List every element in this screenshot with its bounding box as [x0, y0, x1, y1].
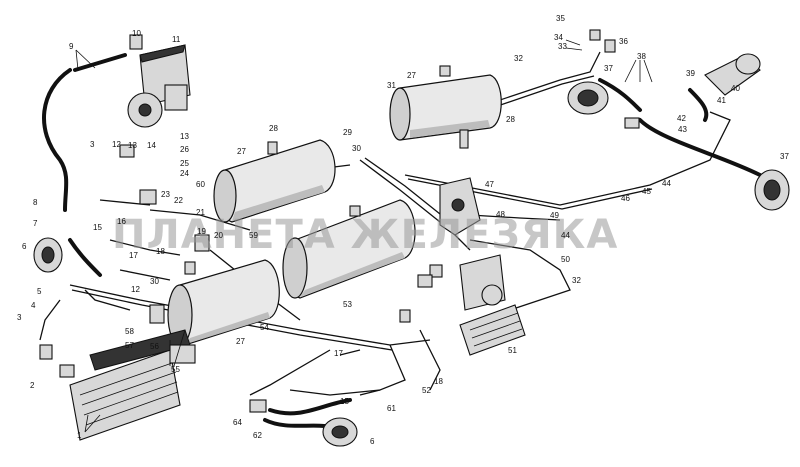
callout-52: 52 — [422, 386, 431, 395]
callout-12: 12 — [131, 285, 140, 294]
brake-valve-47 — [439, 177, 481, 236]
brake-chamber-top-right — [567, 81, 609, 115]
callout-28: 28 — [506, 115, 515, 124]
callout-17: 17 — [129, 251, 138, 260]
callout-53: 53 — [343, 300, 352, 309]
callout-12: 12 — [112, 140, 121, 149]
receiver-tank-middle — [213, 139, 336, 223]
callout-33: 33 — [558, 42, 567, 51]
valve-block-50 — [459, 254, 506, 311]
callout-50: 50 — [561, 255, 570, 264]
callout-28: 28 — [269, 124, 278, 133]
brake-chamber-bottom — [322, 417, 358, 447]
callout-37: 37 — [604, 64, 613, 73]
callout-18: 18 — [434, 377, 443, 386]
callout-8: 8 — [33, 198, 38, 207]
callout-22: 22 — [174, 196, 183, 205]
receiver-tank-center — [282, 199, 443, 299]
callout-34: 34 — [554, 33, 563, 42]
callout-1: 1 — [77, 431, 82, 440]
callout-2: 2 — [30, 381, 35, 390]
callout-36: 36 — [619, 37, 628, 46]
callout-51: 51 — [508, 346, 517, 355]
callout-30: 30 — [352, 144, 361, 153]
callout-20: 20 — [214, 231, 223, 240]
callout-45: 45 — [642, 187, 651, 196]
callout-15: 15 — [340, 397, 349, 406]
callout-19: 19 — [197, 227, 206, 236]
callout-3: 3 — [90, 140, 95, 149]
callout-49: 49 — [550, 211, 559, 220]
callout-27: 27 — [236, 337, 245, 346]
callout-24: 24 — [180, 169, 189, 178]
callout-42: 42 — [677, 114, 686, 123]
callout-23: 23 — [161, 190, 170, 199]
pneumatic-unit-40 — [704, 53, 761, 96]
callout-15: 15 — [93, 223, 102, 232]
callout-56: 56 — [150, 342, 159, 351]
callout-17: 17 — [334, 349, 343, 358]
callout-11: 11 — [172, 35, 181, 44]
callout-29: 29 — [343, 128, 352, 137]
callout-9: 9 — [69, 42, 74, 51]
hoses — [42, 53, 762, 432]
callout-31: 31 — [387, 81, 396, 90]
callout-10: 10 — [132, 29, 141, 38]
callout-labels: 1 2 3 3 4 5 6 6 7 8 9 10 11 12 12 13 13 … — [17, 14, 789, 446]
callout-64: 64 — [233, 418, 242, 427]
left-hose — [42, 68, 72, 212]
callout-61: 61 — [387, 404, 396, 413]
callout-18: 18 — [156, 247, 165, 256]
callout-26: 26 — [180, 145, 189, 154]
callout-30: 30 — [150, 277, 159, 286]
callout-47: 47 — [485, 180, 494, 189]
callout-6: 6 — [370, 437, 375, 446]
leader-lines — [75, 39, 653, 433]
callout-38: 38 — [637, 52, 646, 61]
callout-62: 62 — [253, 431, 262, 440]
callout-7: 7 — [33, 219, 38, 228]
callout-37: 37 — [780, 152, 789, 161]
callout-14: 14 — [147, 141, 156, 150]
brake-chamber-left — [33, 237, 63, 273]
callout-6: 6 — [22, 242, 27, 251]
callout-60: 60 — [196, 180, 205, 189]
callout-32: 32 — [572, 276, 581, 285]
callout-27: 27 — [407, 71, 416, 80]
callout-48: 48 — [496, 210, 505, 219]
callout-32: 32 — [514, 54, 523, 63]
callout-54: 54 — [260, 323, 269, 332]
callout-35: 35 — [556, 14, 565, 23]
callout-46: 46 — [621, 194, 630, 203]
callout-3: 3 — [17, 313, 22, 322]
callout-43: 43 — [678, 125, 687, 134]
callout-25: 25 — [180, 159, 189, 168]
watermark: ПЛАНЕТА ЖЕЛЕЗЯКА — [112, 212, 618, 258]
callout-27: 27 — [237, 147, 246, 156]
brake-chamber-right — [754, 169, 790, 211]
callout-41: 41 — [717, 96, 726, 105]
callout-21: 21 — [196, 208, 205, 217]
air-compressor — [127, 44, 191, 128]
pressure-regulator-51 — [459, 304, 526, 356]
callout-39: 39 — [686, 69, 695, 78]
receiver-tank-top-right — [389, 65, 502, 149]
callout-57: 57 — [125, 341, 134, 350]
callout-44: 44 — [662, 179, 671, 188]
callout-55: 55 — [171, 365, 180, 374]
callout-44: 44 — [561, 231, 570, 240]
callout-59: 59 — [249, 231, 258, 240]
callout-13: 13 — [180, 132, 189, 141]
callout-13: 13 — [128, 141, 137, 150]
callout-40: 40 — [731, 84, 740, 93]
callout-16: 16 — [117, 217, 126, 226]
small-fittings — [39, 29, 640, 413]
callout-5: 5 — [37, 287, 42, 296]
callout-58: 58 — [125, 327, 134, 336]
callout-4: 4 — [31, 301, 36, 310]
